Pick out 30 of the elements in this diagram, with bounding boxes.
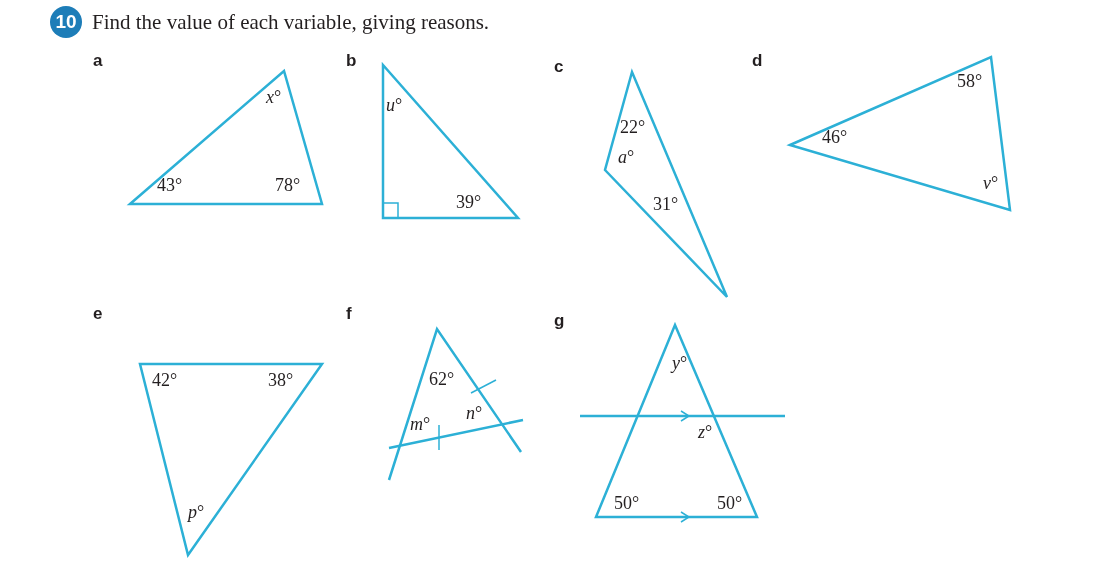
angle-label: m° (410, 415, 431, 433)
angle-label: v° (983, 174, 999, 192)
angle-label: 78° (275, 176, 301, 194)
angle-label: y° (672, 354, 688, 372)
angle-label: 62° (429, 370, 455, 388)
angle-label: 50° (717, 494, 743, 512)
angle-label: 38° (268, 371, 294, 389)
angle-label: 22° (620, 118, 646, 136)
angle-label: u° (386, 96, 403, 114)
part-letter: a (93, 52, 103, 69)
part-letter: c (554, 58, 564, 75)
angle-label: 42° (152, 371, 178, 389)
part-letter: e (93, 305, 103, 322)
angle-label: 39° (456, 193, 482, 211)
angle-label: 50° (614, 494, 640, 512)
angle-label: 31° (653, 195, 679, 213)
part-letter: b (346, 52, 357, 69)
angle-label: 43° (157, 176, 183, 194)
angle-label: x° (266, 88, 282, 106)
part-letter: d (752, 52, 763, 69)
angle-label: p° (188, 503, 205, 521)
angle-label: z° (698, 423, 713, 441)
part-letter: g (554, 312, 565, 329)
angle-label: 58° (957, 72, 983, 90)
part-letter: f (346, 305, 352, 322)
question-text: Find the value of each variable, giving reasons. (92, 10, 490, 35)
angle-label: a° (618, 148, 635, 166)
angle-label: n° (466, 404, 483, 422)
angle-label: 46° (822, 128, 848, 146)
question-number: 10 (50, 6, 82, 38)
